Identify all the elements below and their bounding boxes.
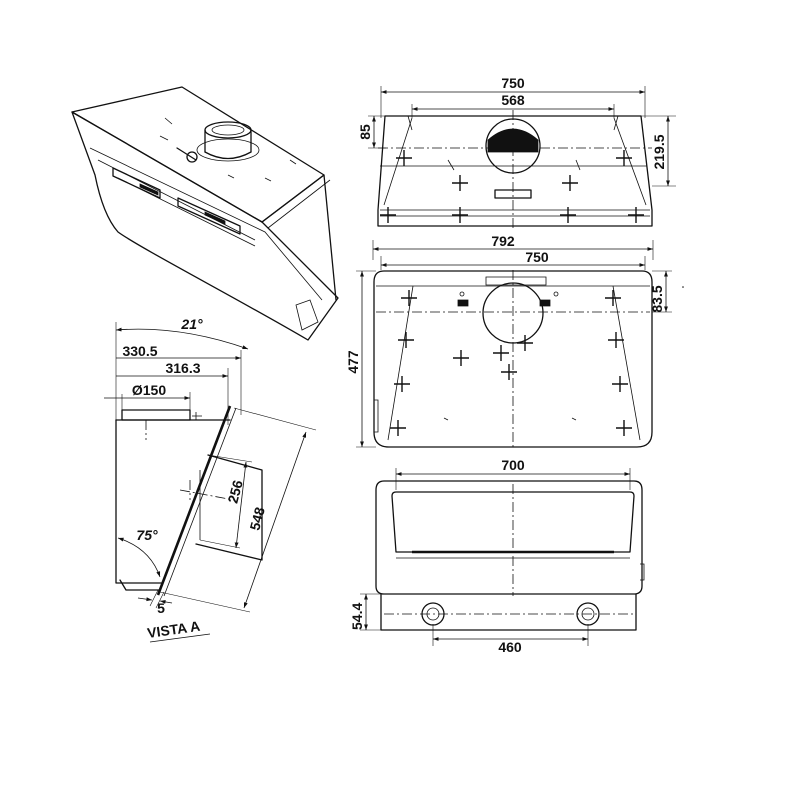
- dim-bottom-vent-spacing: 460: [498, 639, 522, 655]
- stray-dot: [682, 286, 684, 288]
- dim-top-depth: 219.5: [651, 134, 667, 169]
- front-view: 792 750 83.5: [345, 233, 672, 450]
- dim-front-body-width: 750: [525, 249, 549, 265]
- dim-side-panel-length: 548: [246, 505, 268, 532]
- dim-bottom-vent-height: 54.4: [349, 603, 365, 630]
- side-view: 21° 330.5 316.3 Ø150 256 548: [104, 316, 317, 643]
- dim-side-panel-offset: 256: [224, 478, 246, 505]
- dim-side-depth-inner: 316.3: [165, 360, 200, 376]
- dim-side-tilt-angle: 21°: [180, 316, 203, 332]
- dim-side-gap: 5: [157, 600, 165, 616]
- dim-top-offset: 85: [357, 124, 373, 140]
- dim-side-depth-outer: 330.5: [122, 343, 157, 359]
- dim-top-duct-span: 568: [501, 92, 525, 108]
- dim-side-duct-diameter: Ø150: [132, 382, 166, 398]
- dim-side-front-angle: 75°: [136, 527, 158, 543]
- top-view: 750 568 85 219.5: [357, 75, 676, 228]
- perspective-view: [71, 86, 339, 341]
- vista-a-caption: VISTA A: [146, 618, 201, 641]
- dim-top-width: 750: [501, 75, 525, 91]
- dim-front-top-offset: 83.5: [649, 285, 665, 312]
- dim-front-height: 477: [345, 350, 361, 374]
- dim-bottom-panel-width: 700: [501, 457, 525, 473]
- bottom-view: 700 460 54.4: [349, 457, 645, 655]
- dim-front-overall-width: 792: [491, 233, 515, 249]
